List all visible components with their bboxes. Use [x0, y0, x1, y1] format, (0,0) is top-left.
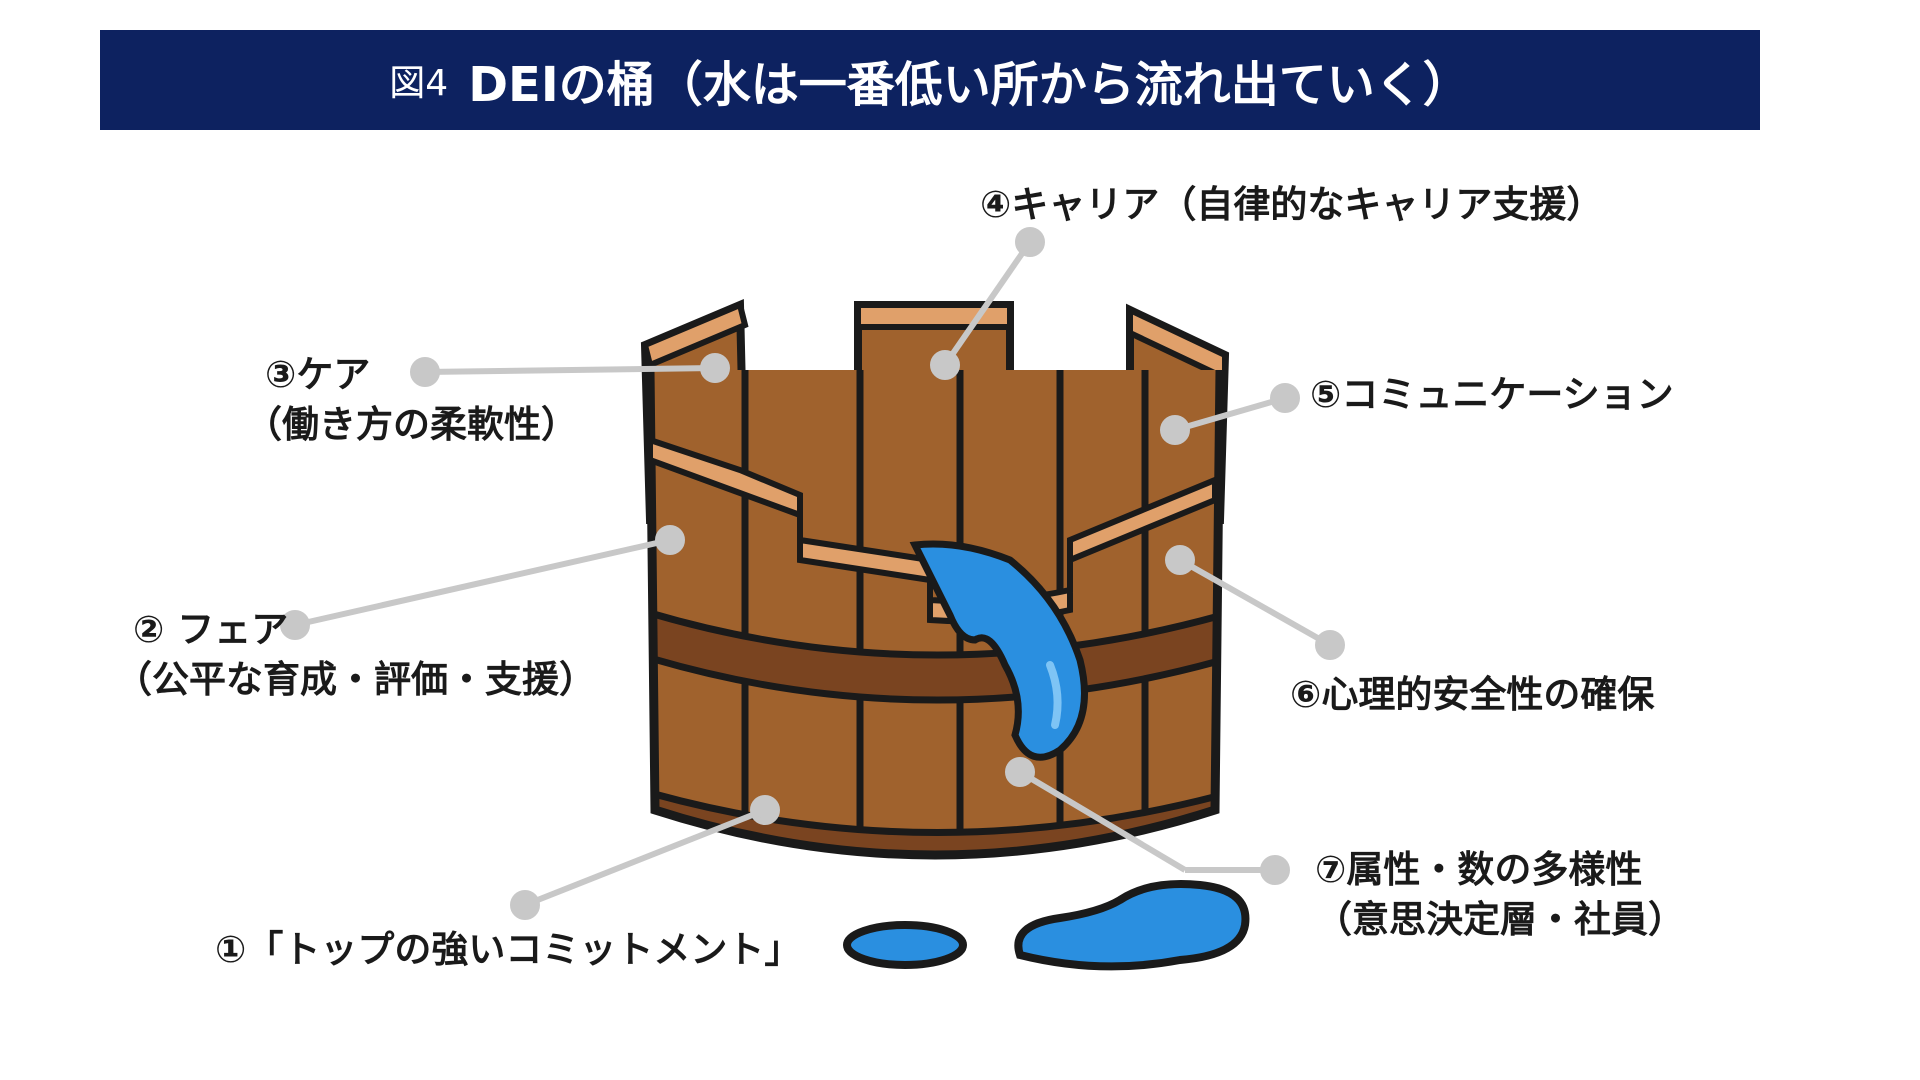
leader-communication — [1160, 383, 1300, 445]
leader-top-commitment — [510, 795, 780, 920]
label-care: ③ケア （働き方の柔軟性） — [245, 353, 578, 446]
label-communication: ⑤コミュニケーション — [1310, 373, 1674, 416]
page-title: DEIの桶（水は一番低い所から流れ出ていく） — [468, 57, 1471, 113]
leader-care — [410, 353, 730, 387]
title-banner: 図4 DEIの桶（水は一番低い所から流れ出ていく） — [100, 30, 1760, 130]
label-fair: ② フェア （公平な育成・評価・支援） — [115, 608, 596, 701]
leader-psych-safety — [1165, 545, 1345, 660]
leader-diversity — [1005, 757, 1290, 885]
small-puddle — [843, 921, 967, 969]
large-puddle — [1014, 880, 1250, 971]
label-career: ④キャリア（自律的なキャリア支援） — [980, 183, 1604, 226]
label-diversity: ⑦属性・数の多様性 （意思決定層・社員） — [1315, 848, 1685, 941]
label-top-commitment: ①「トップの強いコミットメント」 — [215, 928, 802, 971]
leader-fair — [280, 525, 685, 640]
water-spout — [909, 540, 1088, 761]
leader-career — [930, 227, 1045, 380]
label-psych-safety: ⑥心理的安全性の確保 — [1290, 673, 1655, 716]
figure-number: 図4 — [389, 63, 449, 104]
